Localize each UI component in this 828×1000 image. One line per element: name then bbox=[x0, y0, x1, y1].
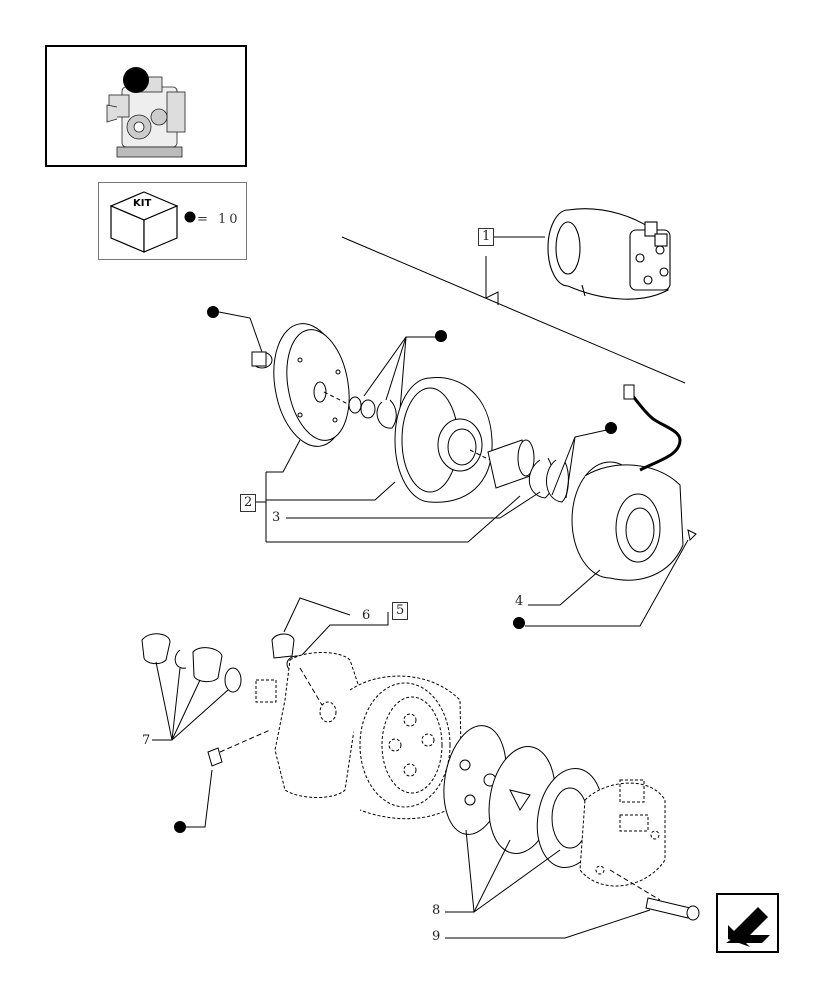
engine-thumbnail-icon bbox=[106, 67, 186, 158]
callout-5: 5 bbox=[392, 602, 409, 620]
kit-cube-icon bbox=[109, 191, 179, 253]
leader-1b bbox=[485, 256, 499, 305]
black-dot-icon bbox=[207, 306, 219, 318]
callout-7: 7 bbox=[142, 733, 151, 748]
compressor-assembly-icon bbox=[547, 208, 671, 300]
black-dot-icon bbox=[513, 617, 525, 629]
next-page-arrow-icon bbox=[726, 907, 770, 947]
pulley-icon bbox=[394, 377, 493, 503]
kit-quantity: = 10 bbox=[197, 212, 241, 227]
kit-label: KIT bbox=[133, 198, 152, 209]
bearing-icon bbox=[487, 439, 535, 489]
black-dot-icon bbox=[184, 211, 196, 223]
callout-8: 8 bbox=[432, 903, 441, 918]
field-coil-icon bbox=[571, 461, 684, 581]
callout-3: 3 bbox=[272, 510, 281, 525]
engine-thumbnail bbox=[45, 45, 247, 167]
bullets bbox=[174, 306, 617, 833]
callout-6: 6 bbox=[362, 608, 371, 623]
next-page-button[interactable] bbox=[716, 893, 779, 953]
black-dot-icon bbox=[605, 422, 617, 434]
assembly-axis-line bbox=[341, 236, 686, 384]
callout-1: 1 bbox=[478, 228, 495, 246]
compressor-body-icon bbox=[255, 652, 463, 820]
callout-2: 2 bbox=[240, 494, 257, 512]
cylinder-head-icon bbox=[579, 779, 666, 887]
seal-parts-icon bbox=[141, 633, 242, 693]
callout-4: 4 bbox=[515, 594, 524, 609]
black-dot-icon bbox=[435, 330, 447, 342]
leader-bullet-a bbox=[218, 311, 263, 353]
callout-9: 9 bbox=[432, 929, 441, 944]
clutch-plate-icon bbox=[273, 323, 350, 447]
kit-legend: KIT bbox=[98, 182, 247, 260]
bolt-icon bbox=[645, 897, 700, 921]
black-dot-icon bbox=[174, 821, 186, 833]
nut-icon bbox=[251, 351, 273, 369]
